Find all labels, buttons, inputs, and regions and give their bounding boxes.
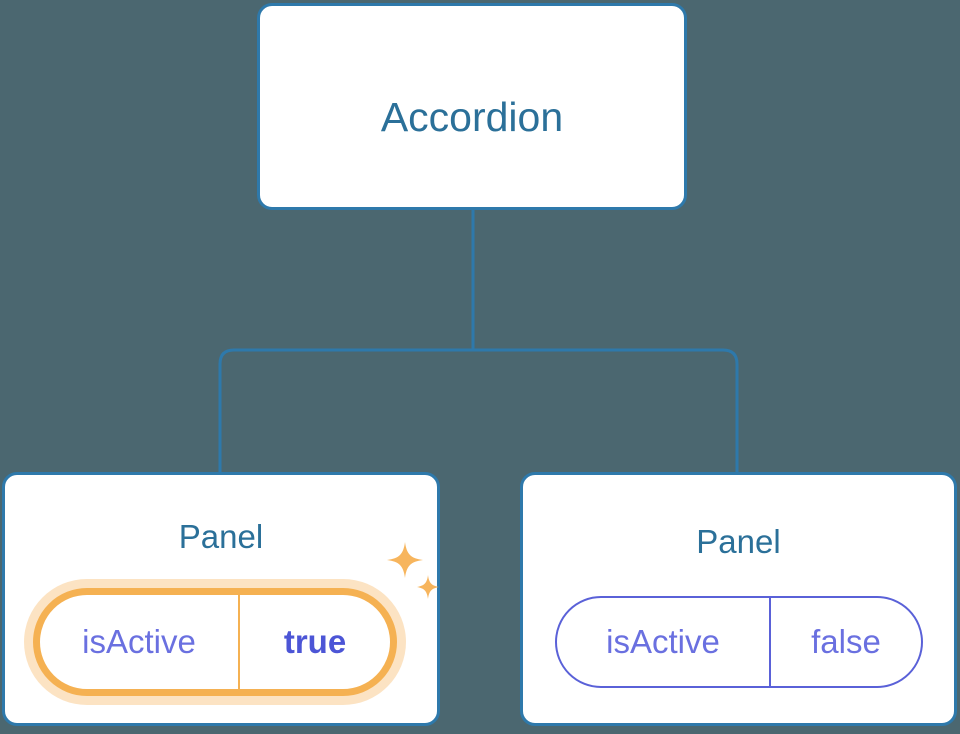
node-title: Accordion	[380, 94, 564, 140]
prop-pill-isactive-true[interactable]: isActive true	[33, 588, 397, 696]
prop-key: isActive	[40, 595, 240, 689]
prop-key: isActive	[557, 598, 771, 686]
prop-value: false	[811, 623, 881, 660]
prop-pill-isactive-false[interactable]: isActive false	[555, 596, 923, 688]
node-accordion[interactable]: Accordion	[257, 3, 687, 210]
node-title: Panel	[696, 523, 781, 560]
edge-split-bar	[218, 348, 739, 472]
prop-value: true	[283, 623, 347, 660]
node-title: Panel	[178, 518, 264, 555]
